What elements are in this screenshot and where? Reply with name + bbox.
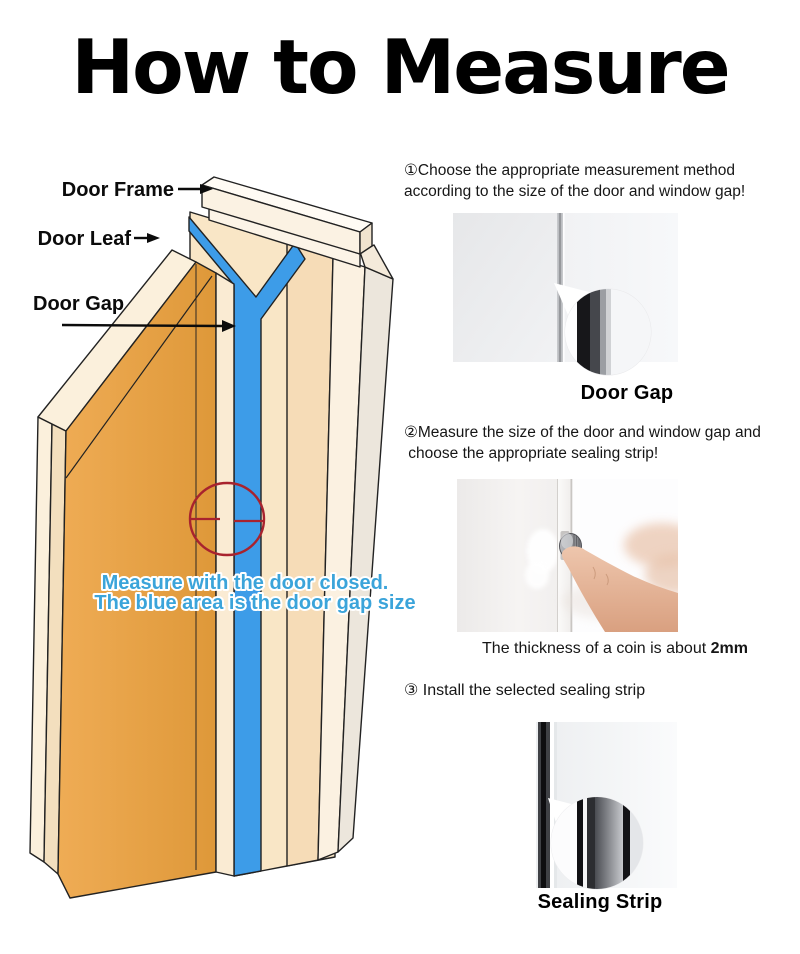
door-gap-photo: [453, 213, 678, 376]
sealing-strip-photo-label: Sealing Strip: [537, 891, 663, 913]
door-leaf-group: [29, 249, 235, 899]
door-reflection-2: [525, 561, 549, 589]
frame-head-jamb: [201, 176, 373, 268]
door-panel-left: [453, 213, 557, 362]
step-1-text: ①Choose the appropriate measurement meth…: [404, 162, 746, 200]
step-3-text: ③ Install the selected sealing strip: [404, 682, 646, 699]
door-leaf-label: Door Leaf: [38, 228, 132, 250]
leaf-detail-diagonal: [65, 275, 213, 479]
pointing-finger: [561, 546, 678, 632]
step-2-text: ②Measure the size of the door and window…: [404, 424, 761, 462]
door-frame-arrowhead-icon: [200, 184, 213, 194]
door-gap-photo-label: Door Gap: [580, 382, 674, 404]
head-jamb-side-face: [359, 222, 373, 255]
diagram-callouts: Door Frame Door Leaf Door Gap: [33, 179, 236, 332]
coin-caption: The thickness of a coin is about 2mm: [420, 640, 800, 658]
sealing-strip-core: [541, 722, 546, 888]
blurred-hand-2: [645, 554, 678, 594]
door-leaf-arrowhead-icon: [147, 233, 160, 243]
door-gap-arrow: [61, 323, 223, 328]
edge-shadow-left: [557, 479, 559, 632]
caption-line-1: Measure with the door closed.: [102, 572, 389, 594]
leaf-edge-strip: [215, 272, 235, 877]
door-gap-arrowhead-icon: [222, 320, 236, 332]
door-gap-blue-area: [188, 216, 306, 877]
magnifier-circle: [564, 288, 652, 376]
diagram-caption: Measure with the door closed. The blue a…: [92, 570, 417, 616]
measure-target-icon: [188, 481, 266, 557]
door-diagram: Door Frame Door Leaf Door Gap Measure wi…: [29, 176, 418, 899]
coin-caption-text: The thickness of a coin is about: [482, 640, 711, 657]
door-gap-diagram-label: Door Gap: [33, 293, 124, 315]
magnifier-pointer: [554, 283, 593, 315]
coin-thickness-value: 2mm: [710, 640, 748, 657]
page-title: How to Measure: [71, 23, 730, 111]
caption-line-2: The blue area is the door gap size: [94, 592, 415, 614]
coin-measure-photo: [457, 479, 678, 632]
door-frame-label: Door Frame: [62, 179, 174, 201]
sealing-strip-photo: [536, 722, 677, 890]
